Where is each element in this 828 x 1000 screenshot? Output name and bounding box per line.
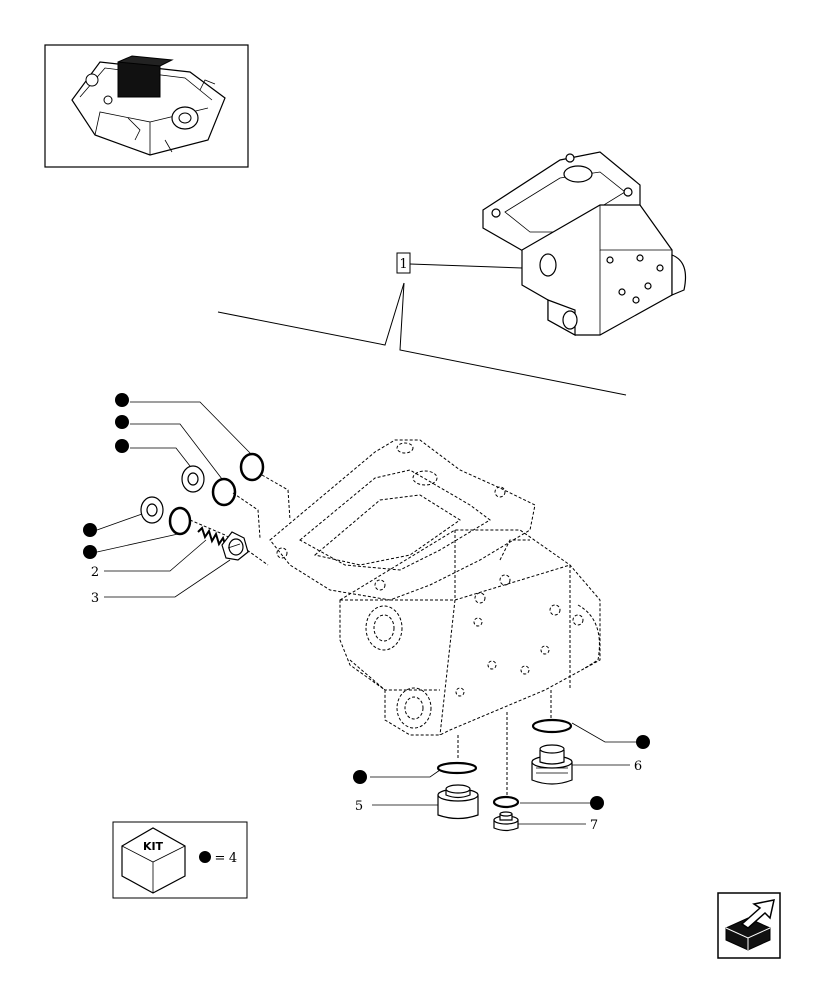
kit-dot <box>115 439 129 453</box>
kit-dot <box>353 770 367 784</box>
callout-6: 6 <box>634 759 642 774</box>
o-ring-middle <box>211 477 237 507</box>
reference-leader <box>409 263 523 269</box>
plug-6 <box>531 718 573 785</box>
kit-label: KIT <box>143 840 164 853</box>
callout-2: 2 <box>91 565 99 580</box>
kit-legend-dot <box>199 851 211 863</box>
kit-dot <box>115 415 129 429</box>
washer-upper <box>181 465 205 493</box>
tractor-lift-cover-thumbnail-icon <box>71 55 226 156</box>
section-line-right <box>399 282 627 396</box>
kit-dot <box>115 393 129 407</box>
plug-5 <box>436 761 479 820</box>
kit-dot <box>590 796 604 810</box>
plug-7 <box>492 795 520 832</box>
next-page-arrow-icon <box>725 899 775 951</box>
kit-dot <box>83 523 97 537</box>
reference-box-label: 1 <box>399 257 407 272</box>
section-line-left <box>217 282 405 346</box>
thumbnail-frame[interactable] <box>44 44 249 168</box>
callout-3: 3 <box>91 591 99 606</box>
washer-lower <box>140 496 164 524</box>
kit-dot <box>83 545 97 559</box>
kit-box-icon <box>121 827 186 894</box>
assembled-valve-body-view <box>482 151 687 337</box>
kit-dot <box>636 735 650 749</box>
kit-equals: = <box>215 851 226 866</box>
kit-legend: KIT = 4 <box>112 821 248 899</box>
o-ring-lower <box>168 506 192 536</box>
kit-quantity: 4 <box>229 851 237 866</box>
next-page-button[interactable] <box>717 892 781 959</box>
reference-box[interactable]: 1 <box>396 252 411 274</box>
spring <box>197 526 227 548</box>
leader-lines <box>96 401 640 825</box>
assembly-axes <box>189 474 552 795</box>
valve-body-phantom <box>269 439 601 736</box>
o-ring-upper <box>239 452 265 482</box>
plug-valve <box>221 531 249 561</box>
callout-7: 7 <box>590 818 598 833</box>
callout-numbers: 2 3 5 6 7 <box>91 565 642 833</box>
kit-markers <box>83 393 650 810</box>
callout-5: 5 <box>355 799 363 814</box>
